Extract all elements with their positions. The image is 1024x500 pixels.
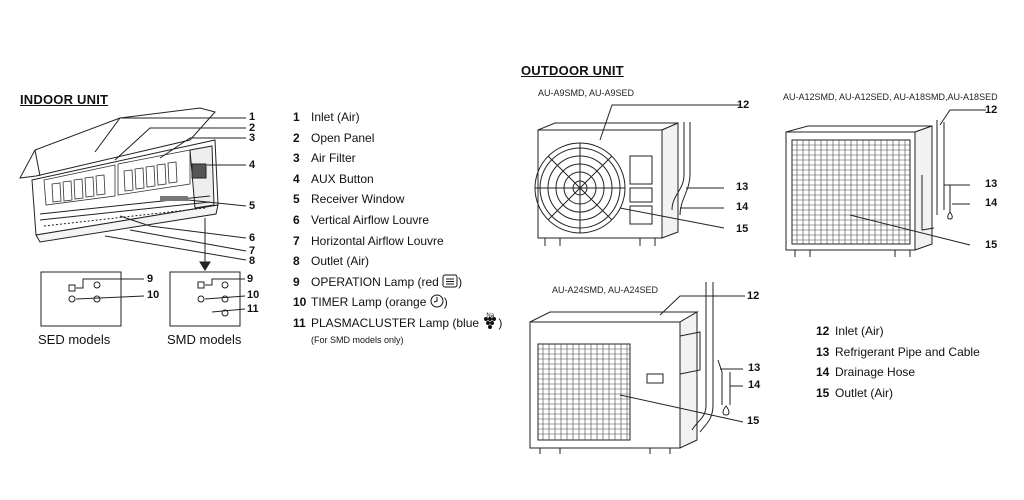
callout-2: 2 <box>249 122 256 134</box>
callout-13-large: 13 <box>748 362 761 374</box>
callout-6: 6 <box>249 232 256 244</box>
callout-14-small: 14 <box>736 201 749 213</box>
indoor-unit-drawing <box>19 107 247 327</box>
callout-15-mid: 15 <box>985 239 998 251</box>
outdoor-unit-small-drawing <box>534 104 740 246</box>
outdoor-unit-mid-drawing <box>785 109 986 257</box>
callout-13-mid: 13 <box>985 178 998 190</box>
model-label-mid: AU-A12SMD, AU-A12SED, AU-A18SMD,AU-A18SE… <box>783 92 998 102</box>
callout-8: 8 <box>249 255 256 267</box>
outdoor-unit-large-drawing <box>529 282 745 454</box>
smd-models-note: (For SMD models only) <box>311 334 404 345</box>
callout-10-sed: 10 <box>147 289 160 301</box>
callout-14-large: 14 <box>748 379 761 391</box>
operation-lamp-icon <box>442 274 458 288</box>
callout-7: 7 <box>249 245 256 257</box>
callout-15-small: 15 <box>736 223 749 235</box>
callout-9-sed: 9 <box>147 273 154 285</box>
callout-11-smd: 11 <box>247 303 259 315</box>
callout-14-mid: 14 <box>985 197 998 209</box>
grape-cluster-icon <box>484 316 497 329</box>
outdoor-unit-heading: OUTDOOR UNIT <box>521 63 624 78</box>
callout-4: 4 <box>249 159 256 171</box>
model-label-small: AU-A9SMD, AU-A9SED <box>538 88 635 98</box>
plasmacluster-icon: Na <box>482 313 498 329</box>
callout-1: 1 <box>249 111 256 123</box>
smd-models-caption: SMD models <box>167 332 242 347</box>
callout-5: 5 <box>249 200 256 212</box>
plasmacluster-icon-label: Na <box>486 312 495 319</box>
callout-12-mid: 12 <box>985 104 998 116</box>
callout-9-smd: 9 <box>247 273 254 285</box>
callout-12-large: 12 <box>747 290 760 302</box>
model-label-large: AU-A24SMD, AU-A24SED <box>552 285 659 295</box>
timer-clock-icon <box>430 294 444 308</box>
callout-13-small: 13 <box>736 181 749 193</box>
indoor-unit-heading: INDOOR UNIT <box>20 92 109 107</box>
callout-3: 3 <box>249 132 256 144</box>
callout-15-large: 15 <box>747 415 760 427</box>
callout-12-small: 12 <box>737 99 750 111</box>
sed-models-caption: SED models <box>38 332 111 347</box>
callout-10-smd: 10 <box>247 289 260 301</box>
